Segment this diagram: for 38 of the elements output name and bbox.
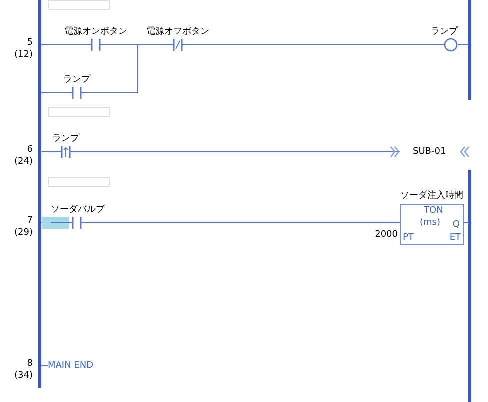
wire bbox=[458, 44, 470, 46]
output-coil bbox=[430, 26, 458, 52]
contact-label: ランプ bbox=[430, 26, 458, 38]
normally-open-contact bbox=[51, 204, 103, 230]
time-unit: (ms) bbox=[420, 218, 440, 228]
wire bbox=[80, 146, 400, 158]
pin-name: ET bbox=[450, 233, 461, 243]
normally-open-contact bbox=[62, 74, 92, 100]
contact-label: 電源オンボタン bbox=[64, 26, 128, 38]
contact-label: 電源オフボタン bbox=[146, 26, 210, 38]
end-label: MAIN END bbox=[48, 360, 95, 372]
timer-type: TON bbox=[424, 206, 444, 216]
wire bbox=[210, 44, 430, 46]
preset-value: 2000 bbox=[375, 230, 398, 240]
rung-number: (12) bbox=[14, 50, 33, 61]
timer-name: ソーダ注入時間 bbox=[400, 190, 464, 202]
rung-number: 7 bbox=[26, 216, 33, 227]
rung-number: 5 bbox=[26, 38, 33, 49]
wire bbox=[40, 92, 62, 94]
contact-label: ランプ bbox=[62, 74, 92, 86]
contact-label: ソーダバルブ bbox=[51, 204, 103, 216]
normally-closed-contact bbox=[146, 26, 210, 52]
timer-block bbox=[400, 190, 464, 246]
wire bbox=[92, 44, 146, 94]
normally-open-contact bbox=[64, 26, 128, 52]
contact-label: ランプ bbox=[52, 133, 81, 145]
rung-number: (29) bbox=[14, 228, 33, 239]
wire bbox=[464, 222, 470, 224]
pin-name: Q bbox=[452, 220, 460, 230]
rising-edge-contact bbox=[51, 133, 81, 159]
wire bbox=[40, 44, 64, 46]
rung-number: (24) bbox=[14, 157, 33, 168]
rung-number: 8 bbox=[26, 359, 33, 370]
wire bbox=[102, 222, 400, 224]
rung-number: 6 bbox=[26, 145, 33, 156]
jump-label: SUB-01 bbox=[413, 146, 446, 158]
pin-name: PT bbox=[403, 233, 414, 243]
rung-number: (34) bbox=[14, 371, 33, 382]
